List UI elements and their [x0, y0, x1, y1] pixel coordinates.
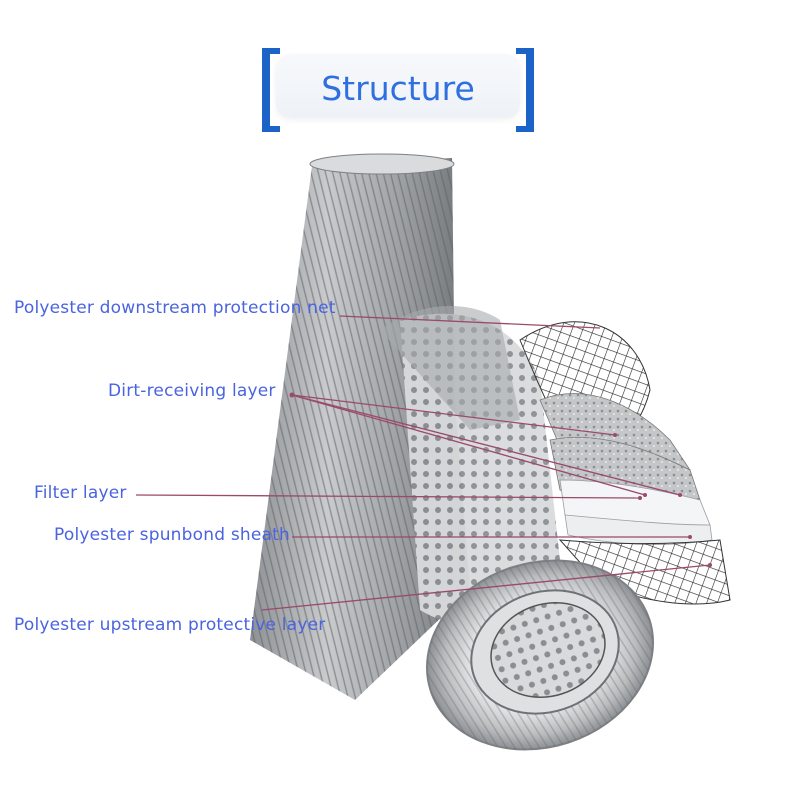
label-upstream: Polyester upstream protective layer [14, 615, 326, 635]
pleated-cartridge-body [250, 153, 470, 700]
leader-downstream [339, 315, 601, 329]
label-dirt-receiving: Dirt-receiving layer [108, 381, 276, 401]
label-filter: Filter layer [34, 483, 127, 503]
leader-dirt-3 [291, 394, 681, 496]
title-banner: Structure [262, 48, 534, 132]
perforated-inner-core [380, 306, 560, 624]
leader-dirt-2 [291, 394, 646, 496]
leader-arrowheads [289, 392, 712, 567]
right-bracket-icon [516, 48, 534, 132]
label-downstream-net: Polyester downstream protection net [14, 298, 336, 318]
peeling-layers [519, 321, 731, 605]
leader-filter [135, 494, 641, 499]
title-box: Structure [276, 54, 520, 118]
leader-lines [135, 315, 711, 611]
leader-upstream [261, 564, 711, 611]
cartridge-end-ring [425, 559, 655, 751]
label-spunbond: Polyester spunbond sheath [54, 525, 290, 545]
page-title: Structure [321, 69, 475, 108]
left-bracket-icon [262, 48, 280, 132]
leader-dirt-1 [291, 394, 616, 436]
